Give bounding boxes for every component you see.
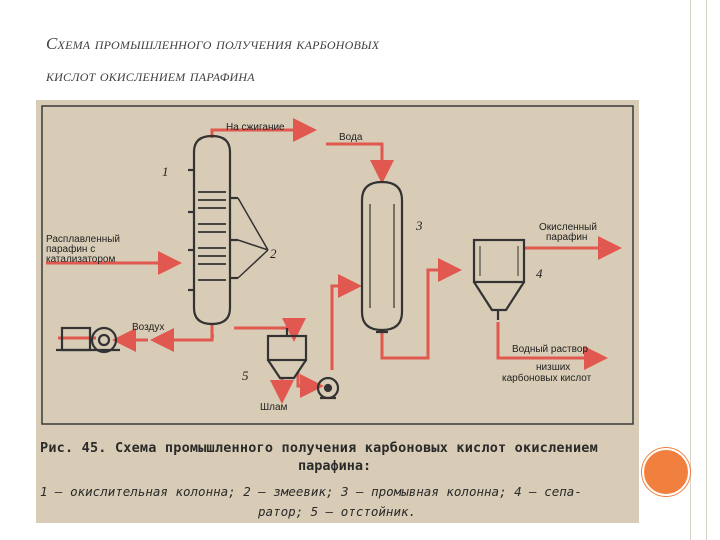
flow-to-pump	[296, 372, 324, 398]
label-sludge: Шлам	[260, 402, 288, 413]
equipment	[56, 134, 526, 400]
label-molten-3: катализатором	[46, 254, 115, 265]
diagram-photo: На сжигание Вода Расплавленный парафин с…	[36, 100, 639, 523]
label-molten-2: парафин с	[46, 243, 95, 255]
label-lower-acids-2: карбоновых кислот	[502, 372, 592, 384]
figure-border	[41, 105, 634, 425]
flow-column-outlet	[150, 324, 214, 352]
flow-to-settler	[234, 318, 306, 342]
pump-settler	[316, 376, 340, 400]
washing-column	[360, 180, 404, 334]
caption-line-4: ратор; 5 — отстойник.	[258, 504, 417, 519]
label-air: Воздух	[132, 322, 164, 333]
air-compressor	[56, 326, 120, 354]
slide-title-line-1: Схема промышленного получения карбоновых	[46, 34, 380, 53]
flow-lines	[46, 118, 622, 404]
label-aqueous: Водный раствор	[512, 344, 588, 355]
process-diagram: На сжигание Вода Расплавленный парафин с…	[41, 105, 634, 425]
decorative-orange-circle	[642, 448, 690, 496]
label-oxidized-1: Окисленный	[539, 222, 597, 233]
slide-title-line-2: кислот окислением парафина	[46, 66, 255, 85]
oxidation-column	[188, 134, 238, 326]
settler	[266, 328, 308, 380]
flow-aqueous	[496, 322, 608, 370]
coil	[198, 191, 226, 281]
flow-to-separator	[380, 258, 462, 360]
label-number-1: 1	[162, 164, 169, 179]
separator	[472, 238, 526, 320]
flow-to-washer	[330, 274, 362, 370]
label-number-2: 2	[270, 246, 277, 261]
caption-line-1: Рис. 45. Схема промышленного получения к…	[40, 440, 598, 456]
label-burn: На сжигание	[226, 122, 285, 133]
coil-pointer	[237, 197, 269, 279]
slide-title: Схема промышленного получения карбоновых…	[46, 28, 646, 92]
figure-caption: Рис. 45. Схема промышленного получения к…	[36, 430, 639, 523]
label-number-5: 5	[242, 368, 249, 383]
label-lower-acids-1: низших	[536, 362, 570, 373]
flow-water	[326, 142, 394, 184]
caption-line-2: парафина:	[298, 458, 372, 474]
slide-frame-line-left	[690, 0, 691, 540]
label-oxidized-2: парафин	[546, 231, 587, 243]
caption-line-3: 1 — окислительная колонна; 2 — змеевик; …	[40, 484, 582, 499]
label-molten-1: Расплавленный	[46, 234, 120, 245]
label-water: Вода	[339, 132, 363, 143]
label-number-4: 4	[536, 266, 543, 281]
slide-frame-line-right	[706, 0, 707, 540]
label-number-3: 3	[415, 218, 423, 233]
